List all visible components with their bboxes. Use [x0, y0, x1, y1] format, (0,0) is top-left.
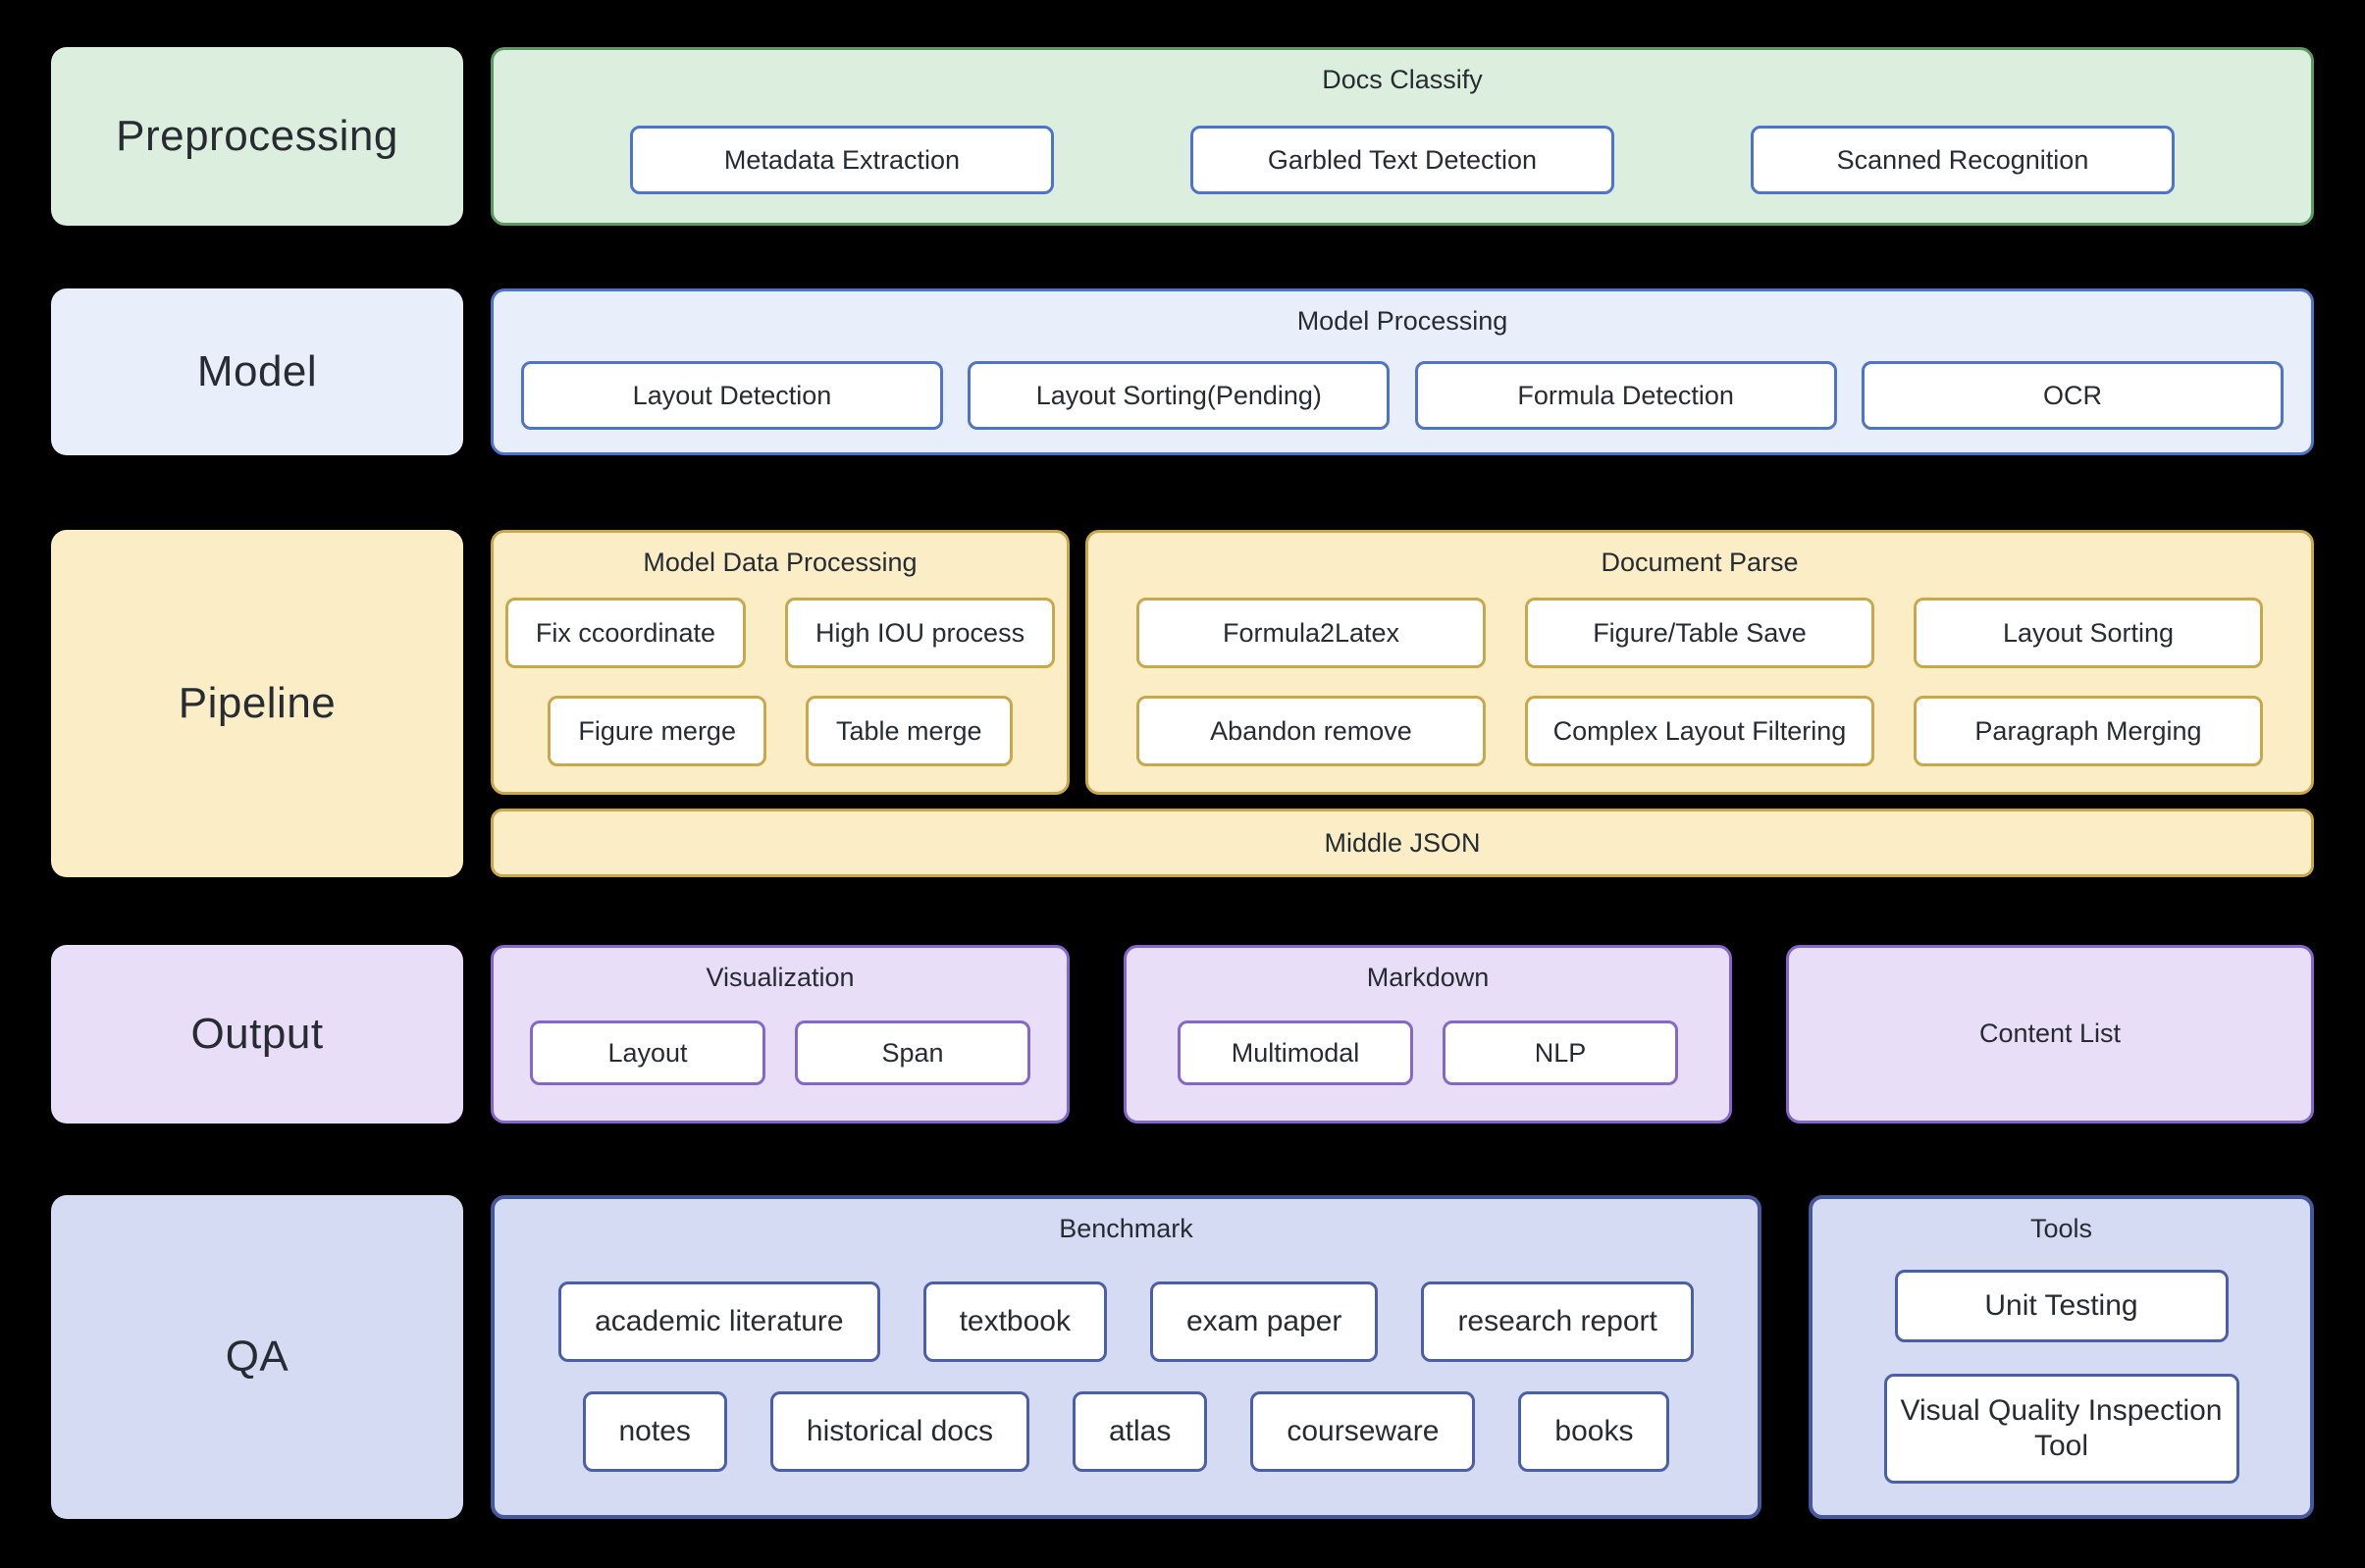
- row-label-pipeline: Pipeline: [51, 530, 463, 877]
- chip-area: Multimodal NLP: [1127, 995, 1729, 1121]
- container-benchmark: Benchmark academic literature textbook e…: [491, 1195, 1761, 1519]
- chip-formula-detection: Formula Detection: [1414, 360, 1837, 430]
- chip-span: Span: [795, 1019, 1030, 1085]
- chip-layout-detection: Layout Detection: [521, 360, 943, 430]
- chip-academic-literature: academic literature: [558, 1281, 880, 1362]
- row-label-preprocessing: Preprocessing: [51, 47, 463, 226]
- container-title: Markdown: [1366, 963, 1490, 992]
- chip-garbled-text-detection: Garbled Text Detection: [1190, 125, 1614, 194]
- container-content-list: Content List: [1786, 945, 2314, 1124]
- row-preprocessing: Preprocessing Docs Classify Metadata Ext…: [51, 47, 2314, 226]
- chip-textbook: textbook: [922, 1281, 1107, 1362]
- chip-nlp: NLP: [1443, 1019, 1678, 1085]
- chip-stack: Fix ccoordinate High IOU process Figure …: [494, 580, 1067, 792]
- chip-abandon-remove: Abandon remove: [1136, 695, 1486, 766]
- chip-atlas: atlas: [1072, 1390, 1208, 1472]
- container-title: Visualization: [706, 963, 855, 992]
- chip-stack: Unit Testing Visual Quality Inspection T…: [1813, 1246, 2310, 1515]
- chip-unit-testing: Unit Testing: [1894, 1269, 2229, 1342]
- container-docs-classify: Docs Classify Metadata Extraction Garble…: [491, 47, 2314, 226]
- chip-exam-paper: exam paper: [1150, 1281, 1379, 1362]
- container-title: Document Parse: [1601, 548, 1799, 577]
- pipeline-containers: Model Data Processing Fix ccoordinate Hi…: [491, 530, 2314, 795]
- container-model-data-processing: Model Data Processing Fix ccoordinate Hi…: [491, 530, 1070, 795]
- container-markdown: Markdown Multimodal NLP: [1124, 945, 1732, 1124]
- container-title: Benchmark: [1059, 1214, 1193, 1243]
- chip-multimodal: Multimodal: [1178, 1019, 1413, 1085]
- chip-research-report: research report: [1421, 1281, 1694, 1362]
- container-title: Content List: [1978, 1019, 2122, 1049]
- row-output-content: Visualization Layout Span Markdown Multi…: [491, 945, 2314, 1124]
- row-pipeline-content: Model Data Processing Fix ccoordinate Hi…: [491, 530, 2314, 877]
- chip-paragraph-merging: Paragraph Merging: [1914, 695, 2263, 766]
- chip-figure-merge: Figure merge: [548, 695, 766, 766]
- container-title: Docs Classify: [1322, 65, 1483, 94]
- chip-row: academic literature textbook exam paper …: [495, 1281, 1758, 1362]
- row-qa: QA Benchmark academic literature textboo…: [51, 1195, 2314, 1519]
- chip-figure-table-save: Figure/Table Save: [1525, 597, 1874, 668]
- chip-formula2latex: Formula2Latex: [1136, 597, 1486, 668]
- container-tools: Tools Unit Testing Visual Quality Inspec…: [1809, 1195, 2314, 1519]
- chip-row: notes historical docs atlas courseware b…: [495, 1390, 1758, 1472]
- chip-stack: academic literature textbook exam paper …: [495, 1246, 1758, 1515]
- chip-layout-sorting: Layout Sorting: [1914, 597, 2263, 668]
- container-title: Model Data Processing: [643, 548, 918, 577]
- row-preprocessing-content: Docs Classify Metadata Extraction Garble…: [491, 47, 2314, 226]
- chip-metadata-extraction: Metadata Extraction: [630, 125, 1054, 194]
- chip-high-iou-process: High IOU process: [785, 597, 1056, 668]
- pipeline-column: Model Data Processing Fix ccoordinate Hi…: [491, 530, 2314, 877]
- row-label-output: Output: [51, 945, 463, 1124]
- chip-layout: Layout: [530, 1019, 765, 1085]
- chip-books: books: [1518, 1390, 1670, 1472]
- container-visualization: Visualization Layout Span: [491, 945, 1070, 1124]
- chip-row: Formula2Latex Figure/Table Save Layout S…: [1088, 597, 2311, 668]
- row-model: Model Model Processing Layout Detection …: [51, 288, 2314, 455]
- row-pipeline: Pipeline Model Data Processing Fix ccoor…: [51, 530, 2314, 877]
- middle-json-bar: Middle JSON: [491, 809, 2314, 877]
- chip-stack: Formula2Latex Figure/Table Save Layout S…: [1088, 580, 2311, 792]
- row-qa-content: Benchmark academic literature textbook e…: [491, 1195, 2314, 1519]
- chip-row: Fix ccoordinate High IOU process: [494, 597, 1067, 668]
- chip-area: Layout Span: [494, 995, 1067, 1121]
- container-document-parse: Document Parse Formula2Latex Figure/Tabl…: [1085, 530, 2314, 795]
- row-label-model: Model: [51, 288, 463, 455]
- chip-complex-layout-filtering: Complex Layout Filtering: [1525, 695, 1874, 766]
- row-output: Output Visualization Layout Span Markdow…: [51, 945, 2314, 1124]
- container-model-processing: Model Processing Layout Detection Layout…: [491, 288, 2314, 455]
- chip-ocr: OCR: [1861, 360, 2284, 430]
- chip-notes: notes: [582, 1390, 727, 1472]
- container-title: Model Processing: [1296, 306, 1508, 336]
- chip-table-merge: Table merge: [805, 695, 1013, 766]
- container-title: Tools: [2029, 1214, 2093, 1243]
- chip-historical-docs: historical docs: [769, 1390, 1029, 1472]
- chip-area: Metadata Extraction Garbled Text Detecti…: [494, 97, 2311, 223]
- row-label-qa: QA: [51, 1195, 463, 1519]
- chip-courseware: courseware: [1250, 1390, 1476, 1472]
- chip-area: Layout Detection Layout Sorting(Pending)…: [494, 339, 2311, 452]
- chip-scanned-recognition: Scanned Recognition: [1751, 125, 2175, 194]
- chip-fix-ccoordinate: Fix ccoordinate: [504, 597, 746, 668]
- chip-row: Abandon remove Complex Layout Filtering …: [1088, 695, 2311, 766]
- chip-row: Figure merge Table merge: [494, 695, 1067, 766]
- chip-layout-sorting-pending: Layout Sorting(Pending): [968, 360, 1391, 430]
- chip-visual-quality-inspection-tool: Visual Quality Inspection Tool: [1883, 1373, 2239, 1484]
- row-model-content: Model Processing Layout Detection Layout…: [491, 288, 2314, 455]
